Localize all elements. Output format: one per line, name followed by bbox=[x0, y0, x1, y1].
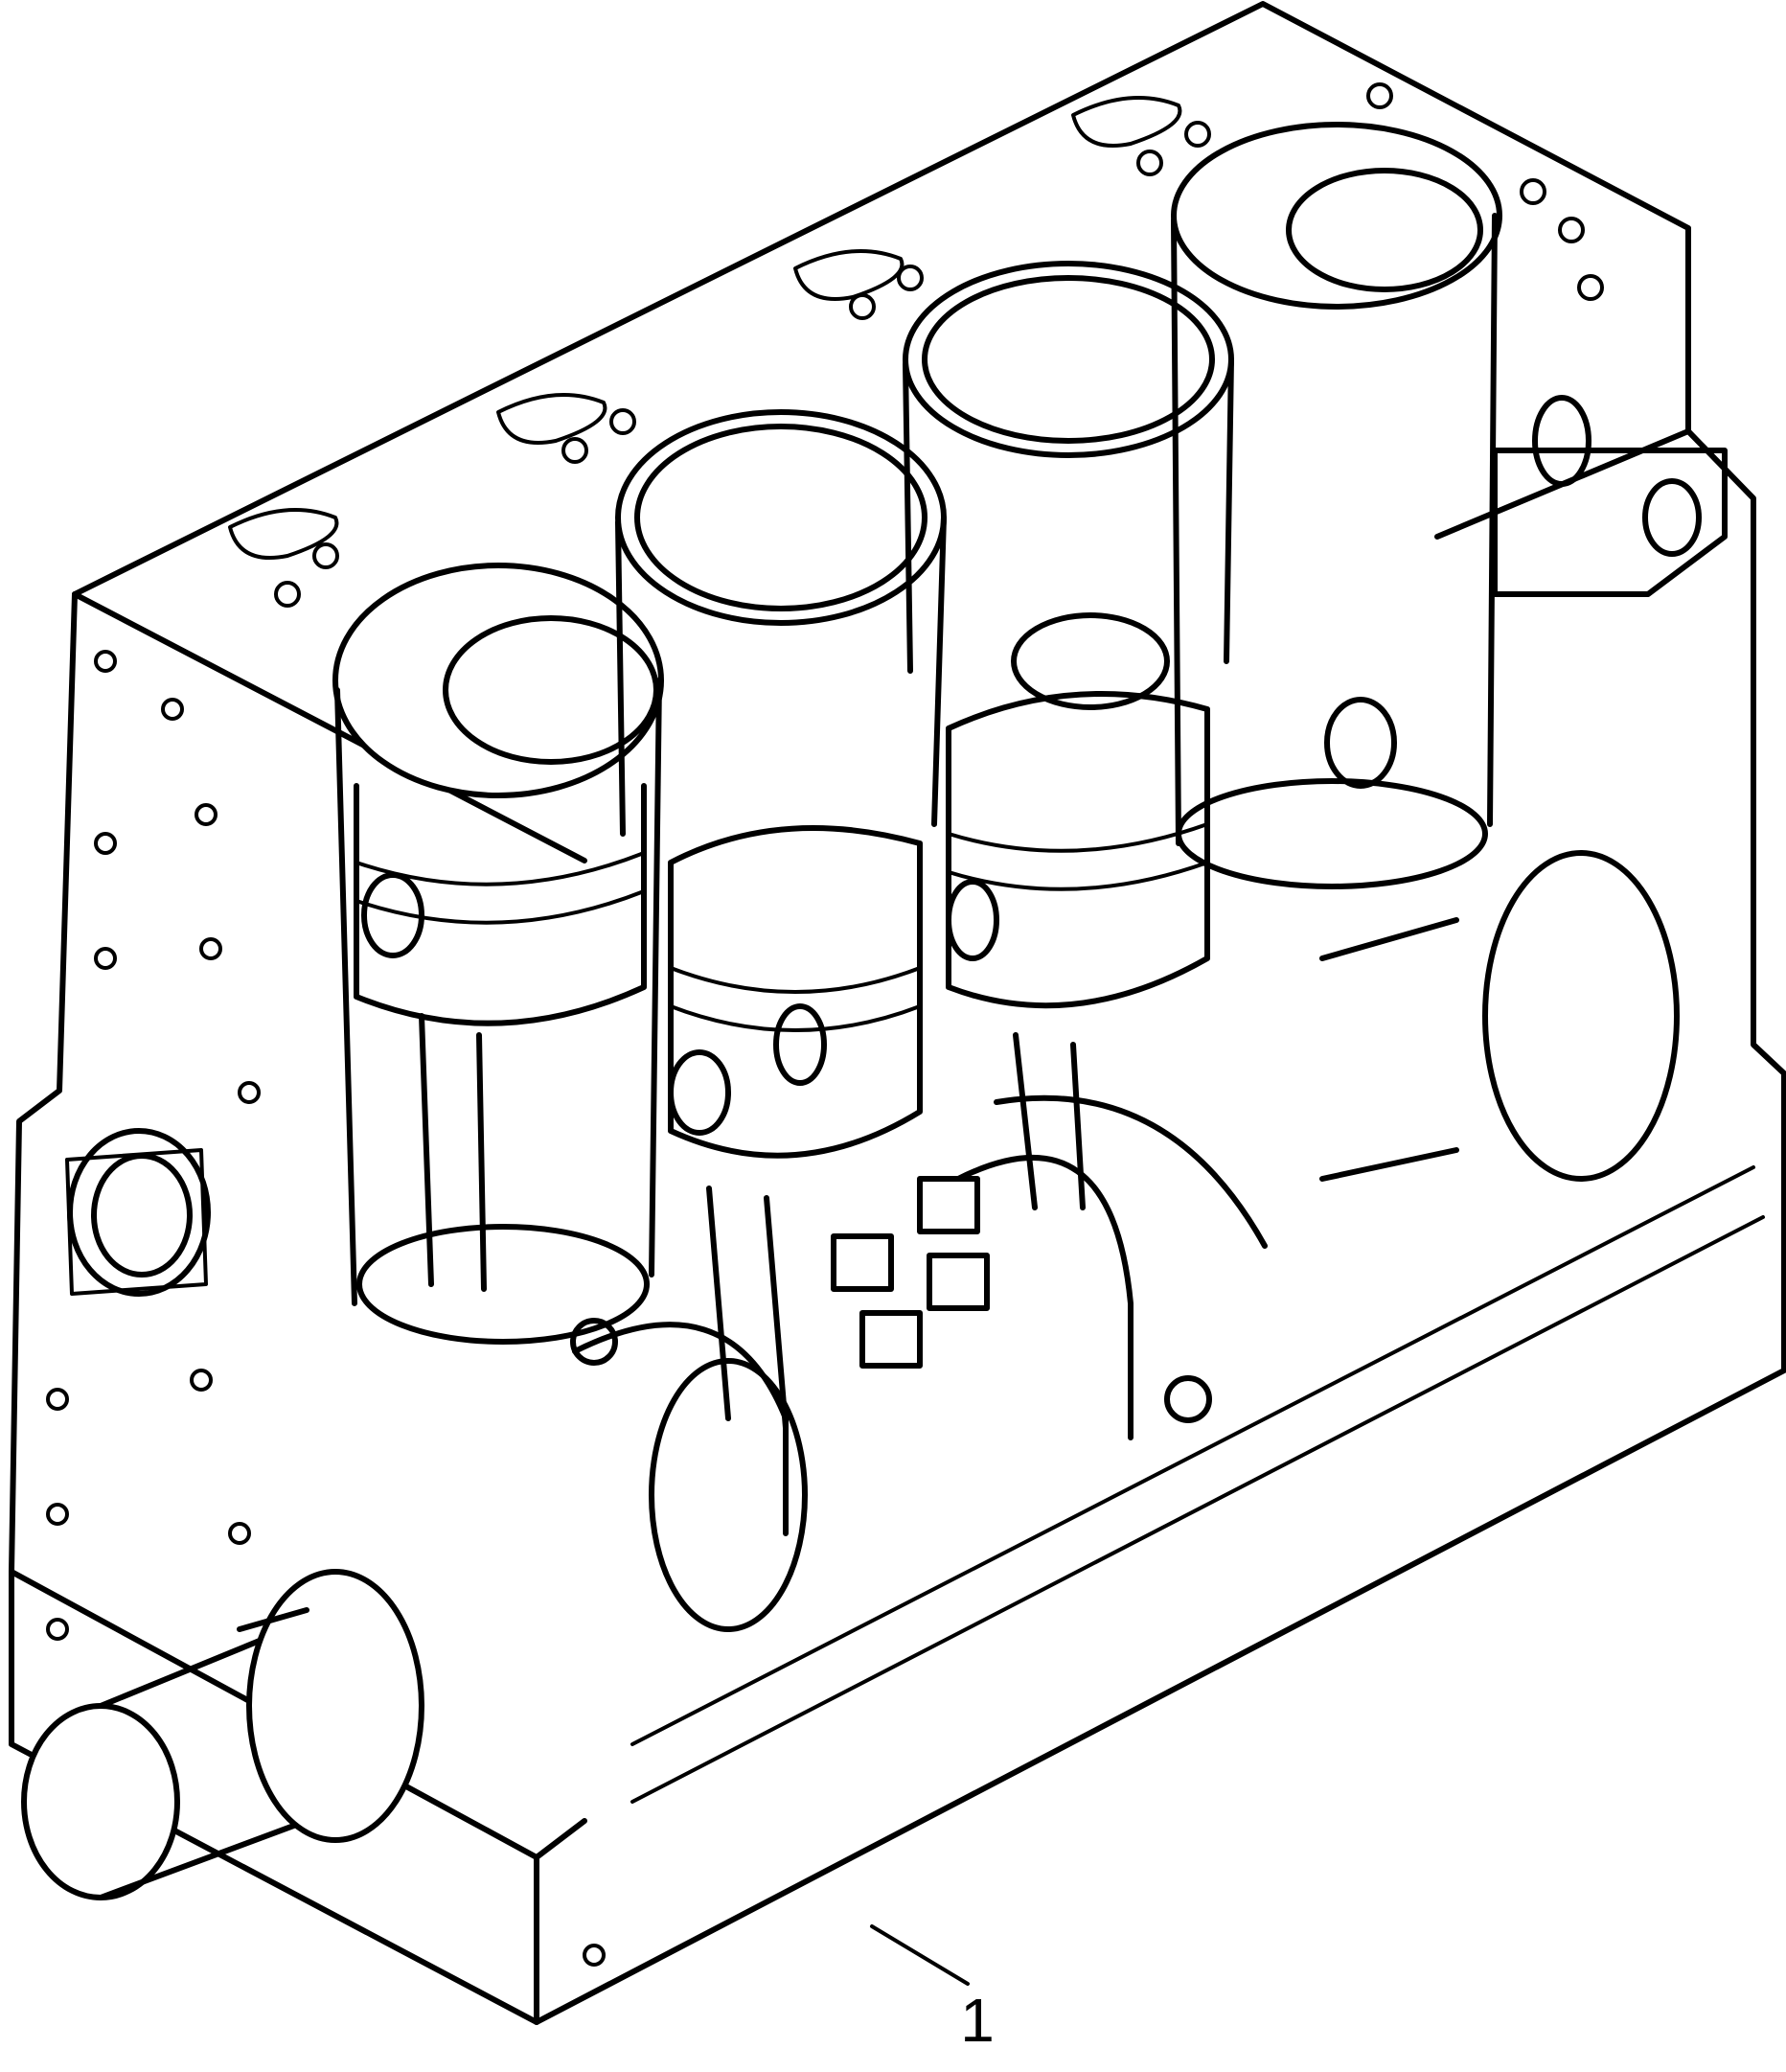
callout-1-leader-line bbox=[870, 1924, 970, 1986]
callout-1-label: 1 bbox=[960, 1986, 995, 2055]
callout-1: 1 bbox=[870, 1924, 995, 2055]
bearing-caps bbox=[570, 1154, 1212, 1536]
crankshaft bbox=[21, 850, 1680, 1900]
rear-flange bbox=[1492, 395, 1728, 597]
front-face-details bbox=[46, 650, 606, 1967]
deck-details bbox=[228, 82, 1604, 608]
block-outline bbox=[9, 1, 1786, 2025]
piston-1 bbox=[354, 783, 647, 1026]
cylinder-liner-1 bbox=[332, 563, 664, 1345]
connecting-rods bbox=[419, 1013, 1086, 1431]
piston-2 bbox=[668, 825, 923, 1159]
cylinder-liner-4 bbox=[1171, 122, 1502, 889]
piston-3 bbox=[946, 612, 1210, 1009]
piston-4 bbox=[1324, 697, 1397, 789]
cylinder-liner-3 bbox=[903, 261, 1234, 674]
cylinder-liner-2 bbox=[615, 409, 947, 837]
